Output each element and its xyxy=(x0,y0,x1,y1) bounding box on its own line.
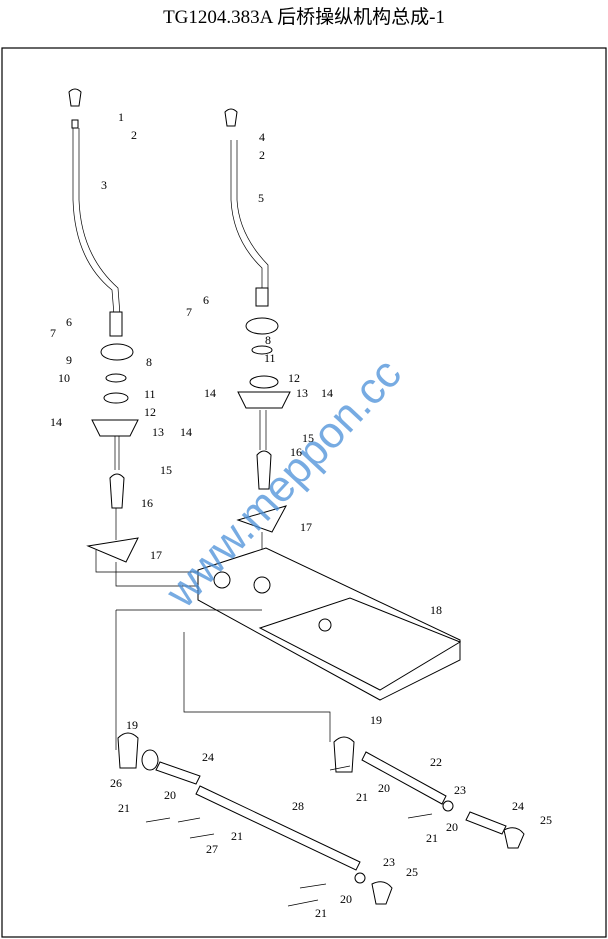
callout: 21 xyxy=(118,801,130,815)
callout: 21 xyxy=(231,829,243,843)
left-shift-lever xyxy=(68,88,200,587)
diagram-frame xyxy=(1,47,607,938)
callout: 4 xyxy=(259,130,265,144)
callout: 6 xyxy=(66,315,72,329)
callout: 20 xyxy=(164,788,176,802)
callout: 16 xyxy=(141,496,153,510)
callout: 21 xyxy=(315,906,327,920)
callout: 25 xyxy=(406,865,418,879)
callout: 17 xyxy=(300,520,312,534)
callout: 8 xyxy=(265,333,271,347)
callout: 2 xyxy=(131,128,137,142)
callout: 28 xyxy=(292,799,304,813)
right-shift-lever xyxy=(224,108,291,560)
callout: 10 xyxy=(58,371,70,385)
callout: 11 xyxy=(144,387,156,401)
callout: 26 xyxy=(110,776,122,790)
callout: 23 xyxy=(454,783,466,797)
callout: 5 xyxy=(258,191,264,205)
callout: 1 xyxy=(118,110,124,124)
callout: 2 xyxy=(259,148,265,162)
callout: 14 xyxy=(50,415,62,429)
callout: 14 xyxy=(204,386,216,400)
callout: 14 xyxy=(180,425,192,439)
housing-plate xyxy=(115,547,462,750)
callout: 20 xyxy=(340,892,352,906)
callout: 7 xyxy=(186,305,192,319)
callout: 13 xyxy=(296,386,308,400)
callout: 8 xyxy=(146,355,152,369)
diagram-title: TG1204.383A 后桥操纵机构总成-1 xyxy=(163,7,445,28)
callout: 16 xyxy=(290,445,302,459)
callout: 15 xyxy=(160,463,172,477)
callout: 20 xyxy=(446,820,458,834)
callout: 24 xyxy=(512,799,524,813)
callout: 21 xyxy=(356,790,368,804)
callout: 14 xyxy=(321,386,333,400)
callout: 19 xyxy=(126,718,138,732)
callout-labels: 1 2 3 4 2 5 6 7 6 7 8 8 11 9 12 10 11 14… xyxy=(50,110,552,920)
callout: 21 xyxy=(426,831,438,845)
callout: 19 xyxy=(370,713,382,727)
shaft-assembly xyxy=(117,732,525,907)
callout: 15 xyxy=(302,431,314,445)
callout: 11 xyxy=(264,351,276,365)
callout: 12 xyxy=(288,371,300,385)
callout: 9 xyxy=(66,353,72,367)
callout: 13 xyxy=(152,425,164,439)
callout: 6 xyxy=(203,293,209,307)
callout: 24 xyxy=(202,750,214,764)
callout: 12 xyxy=(144,405,156,419)
callout: 18 xyxy=(430,603,442,617)
callout: 27 xyxy=(206,842,218,856)
callout: 23 xyxy=(383,855,395,869)
callout: 17 xyxy=(150,548,162,562)
callout: 22 xyxy=(430,755,442,769)
callout: 20 xyxy=(378,781,390,795)
callout: 25 xyxy=(540,813,552,827)
callout: 7 xyxy=(50,326,56,340)
callout: 3 xyxy=(101,178,107,192)
